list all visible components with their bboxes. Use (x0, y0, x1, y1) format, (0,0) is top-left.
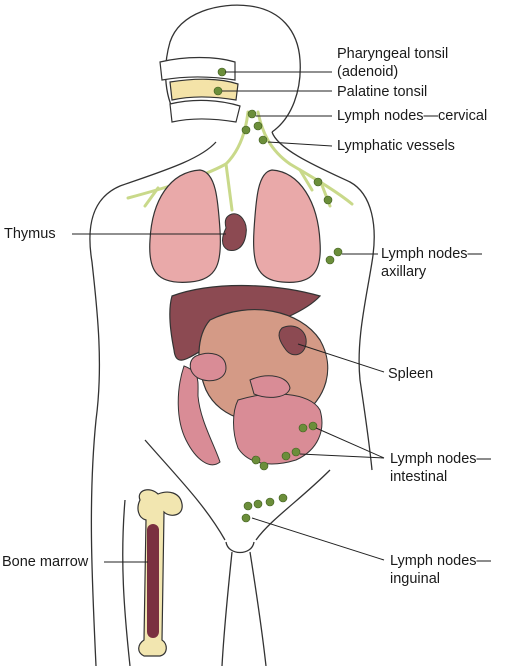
label-lymph-nodes-axillary: Lymph nodes— axillary (381, 245, 482, 281)
label-pharyngeal-tonsil: Pharyngeal tonsil (adenoid) (337, 45, 448, 81)
label-lymph-nodes-intestinal: Lymph nodes— intestinal (390, 450, 491, 486)
label-lymphatic-vessels: Lymphatic vessels (337, 138, 455, 154)
bone-marrow-core (147, 524, 159, 638)
label-lymph-nodes-intestinal-line1: Lymph nodes— (390, 451, 492, 467)
label-palatine-tonsil: Palatine tonsil (337, 84, 428, 100)
pharyngeal-tonsil-node (217, 67, 227, 77)
body-outline (89, 4, 375, 667)
label-lymph-nodes-inguinal-line1: Lymph nodes— (390, 553, 492, 569)
label-bone-marrow: Bone marrow (2, 554, 89, 570)
label-pharyngeal-tonsil-line2: (adenoid) (337, 64, 399, 80)
intestines (177, 352, 323, 466)
label-lymph-nodes-cervical: Lymph nodes—cervical (337, 108, 488, 124)
lungs (149, 169, 321, 283)
thymus-organ (222, 213, 247, 251)
lymph-nodes (213, 67, 343, 523)
label-lymph-nodes-inguinal: Lymph nodes— inguinal (390, 552, 491, 588)
label-spleen: Spleen (388, 366, 434, 382)
label-thymus: Thymus (4, 226, 56, 242)
mouth (159, 56, 241, 123)
femur-bone (137, 489, 183, 657)
label-lymph-nodes-axillary-line1: Lymph nodes— (381, 246, 483, 262)
palatine-tonsil-node (213, 86, 223, 96)
label-lymph-nodes-inguinal-line2: inguinal (390, 571, 440, 587)
label-lymph-nodes-axillary-line2: axillary (381, 264, 427, 280)
leader-lines (72, 71, 385, 563)
label-lymph-nodes-intestinal-line2: intestinal (390, 469, 448, 485)
spleen-organ (278, 325, 307, 356)
label-pharyngeal-tonsil-line1: Pharyngeal tonsil (337, 46, 449, 62)
